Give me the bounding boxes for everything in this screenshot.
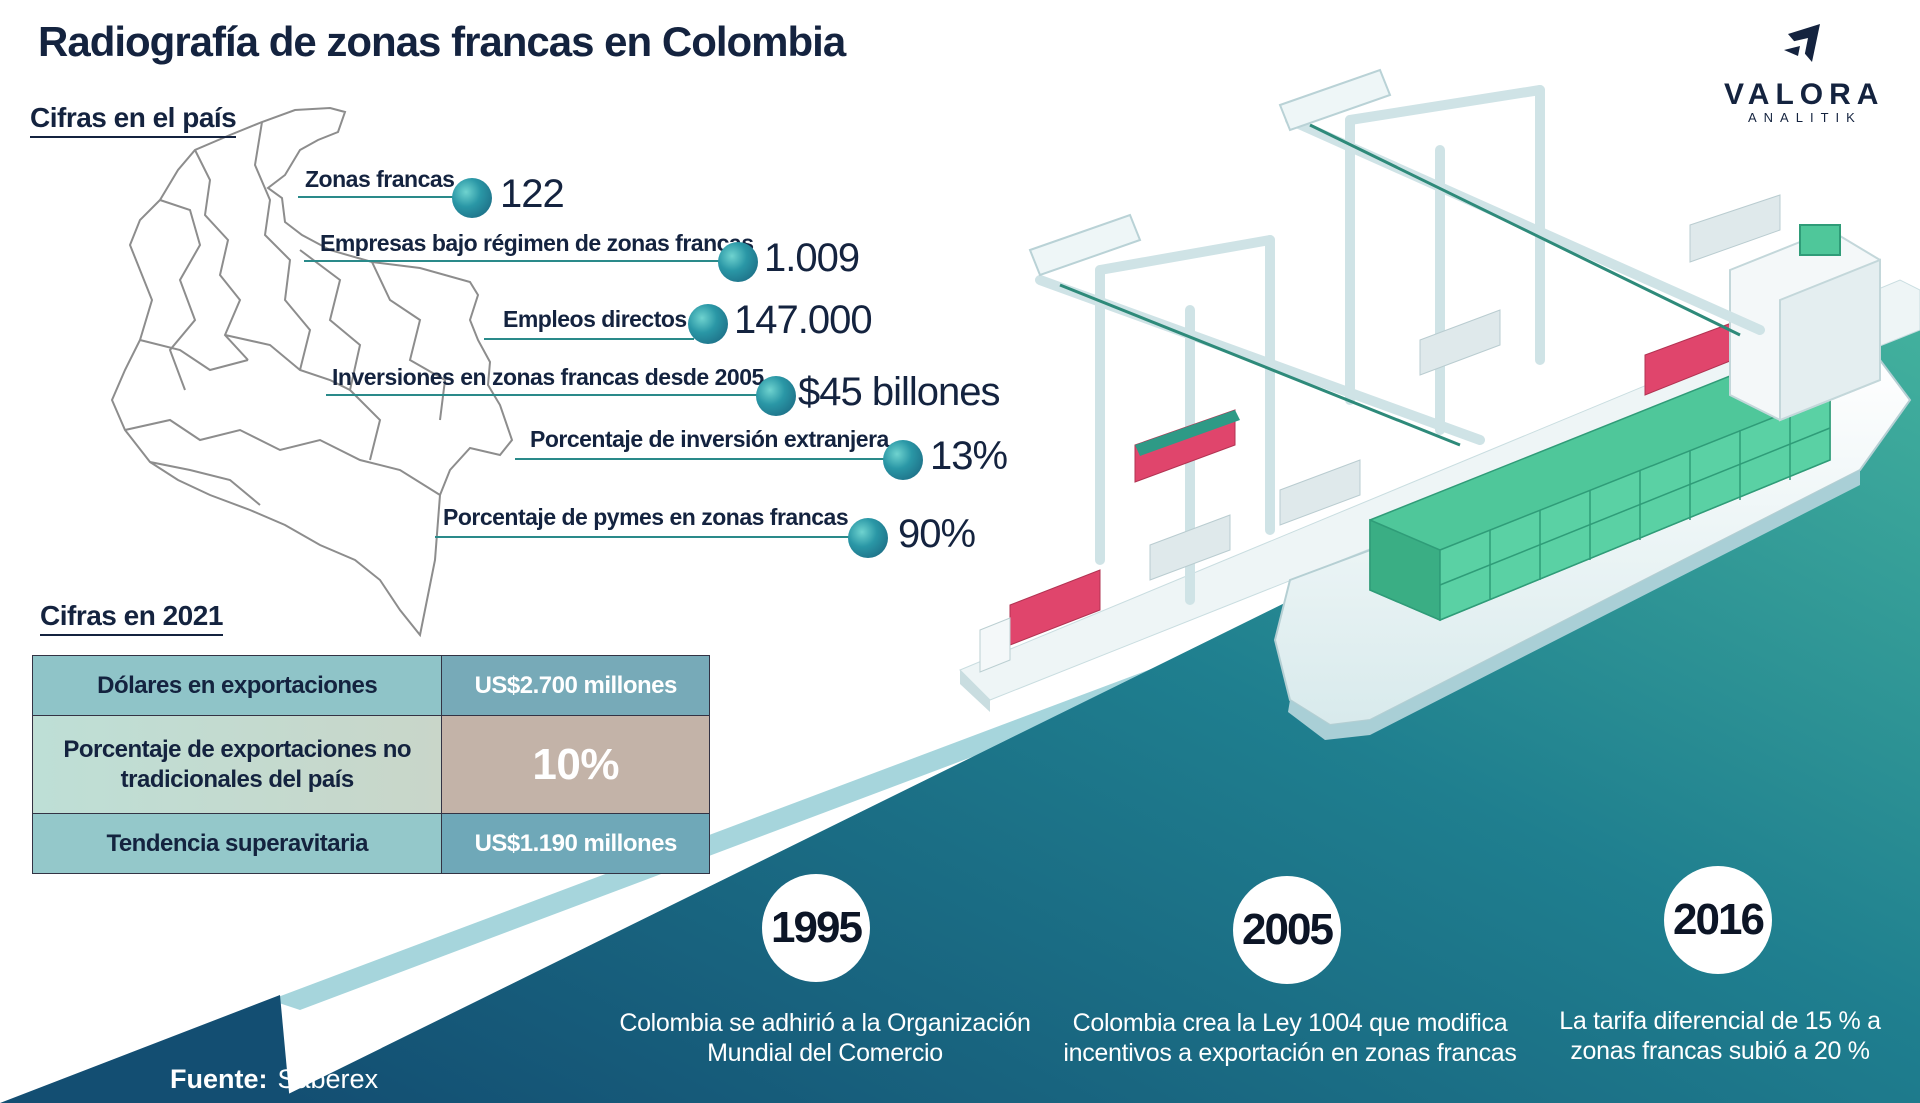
- table-cell-value: US$1.190 millones: [441, 813, 710, 874]
- stat-label-inversion-extranjera: Porcentaje de inversión extranjera: [530, 426, 889, 452]
- stat-connector: [435, 536, 855, 538]
- stat-connector: [304, 260, 724, 262]
- colombia-map: [110, 106, 514, 638]
- timeline-text-2016: La tarifa diferencial de 15 % a zonas fr…: [1559, 1007, 1881, 1065]
- logo-wordmark: VALORA: [1724, 78, 1885, 111]
- stat-value-zonas-francas: 122: [500, 172, 565, 216]
- stat-bullet-icon: [452, 178, 492, 218]
- source-label: Fuente:: [170, 1064, 268, 1094]
- timeline-year-2016: 2016: [1664, 866, 1772, 974]
- stat-label-inversiones: Inversiones en zonas francas desde 2005: [332, 364, 764, 390]
- stat-bullet-icon: [848, 518, 888, 558]
- year-section-heading: Cifras en 2021: [40, 600, 223, 636]
- stat-connector: [298, 196, 458, 198]
- band-lower-edge: [0, 995, 290, 1103]
- stat-connector: [515, 458, 895, 460]
- truck-red: [979, 569, 1101, 673]
- stat-value-empresas: 1.009: [764, 236, 860, 280]
- timeline-year-2005: 2005: [1233, 876, 1341, 984]
- stat-value-pymes: 90%: [898, 512, 976, 556]
- logo-subtitle: ANALITIK: [1748, 110, 1862, 125]
- table-row: Tendencia superavitaria US$1.190 millone…: [31, 813, 710, 874]
- ship-containers: [1369, 359, 1831, 622]
- table-row: Dólares en exportaciones US$2.700 millon…: [31, 655, 710, 716]
- country-section-heading: Cifras en el país: [30, 102, 237, 138]
- valora-logo-icon: [1782, 24, 1820, 62]
- table-cell-label: Tendencia superavitaria: [31, 813, 443, 874]
- table-cell-label: Dólares en exportaciones: [31, 655, 443, 716]
- stat-bullet-icon: [883, 440, 923, 480]
- ship-bridge: [1729, 224, 1881, 422]
- table-cell-label: Porcentaje de exportaciones no tradicion…: [31, 715, 443, 814]
- stat-bullet-icon: [718, 242, 758, 282]
- timeline-text-2005: Colombia crea la Ley 1004 que modifica i…: [1063, 1009, 1517, 1067]
- stat-label-zonas-francas: Zonas francas: [305, 166, 455, 192]
- stat-label-empleos: Empleos directos: [503, 306, 687, 332]
- table-row: Porcentaje de exportaciones no tradicion…: [31, 715, 710, 814]
- source-note: Fuente: Saberex: [170, 1064, 378, 1095]
- stat-value-empleos: 147.000: [734, 298, 873, 342]
- timeline-text-1995: Colombia se adhirió a la Organización Mu…: [619, 1009, 1031, 1067]
- truck-grey: [1149, 194, 1781, 581]
- stat-label-pymes: Porcentaje de pymes en zonas francas: [443, 504, 849, 530]
- stat-connector: [484, 338, 694, 340]
- stat-connector: [326, 394, 766, 396]
- source-value: Saberex: [277, 1064, 379, 1094]
- figures-2021-table: Dólares en exportaciones US$2.700 millon…: [31, 655, 710, 874]
- port-illustration: [959, 68, 1920, 740]
- timeline-year-1995: 1995: [762, 874, 870, 982]
- stat-value-inversion-extranjera: 13%: [930, 434, 1008, 478]
- table-cell-value: 10%: [441, 715, 710, 814]
- crane-cables: [1059, 123, 1741, 447]
- crane-cabins: [1028, 68, 1392, 277]
- stat-label-empresas: Empresas bajo régimen de zonas francas: [320, 230, 754, 256]
- stat-bullet-icon: [688, 304, 728, 344]
- table-cell-value: US$2.700 millones: [441, 655, 710, 716]
- stat-value-inversiones: $45 billones: [798, 370, 1000, 414]
- stat-bullet-icon: [756, 376, 796, 416]
- page-title: Radiografía de zonas francas en Colombia: [38, 18, 846, 65]
